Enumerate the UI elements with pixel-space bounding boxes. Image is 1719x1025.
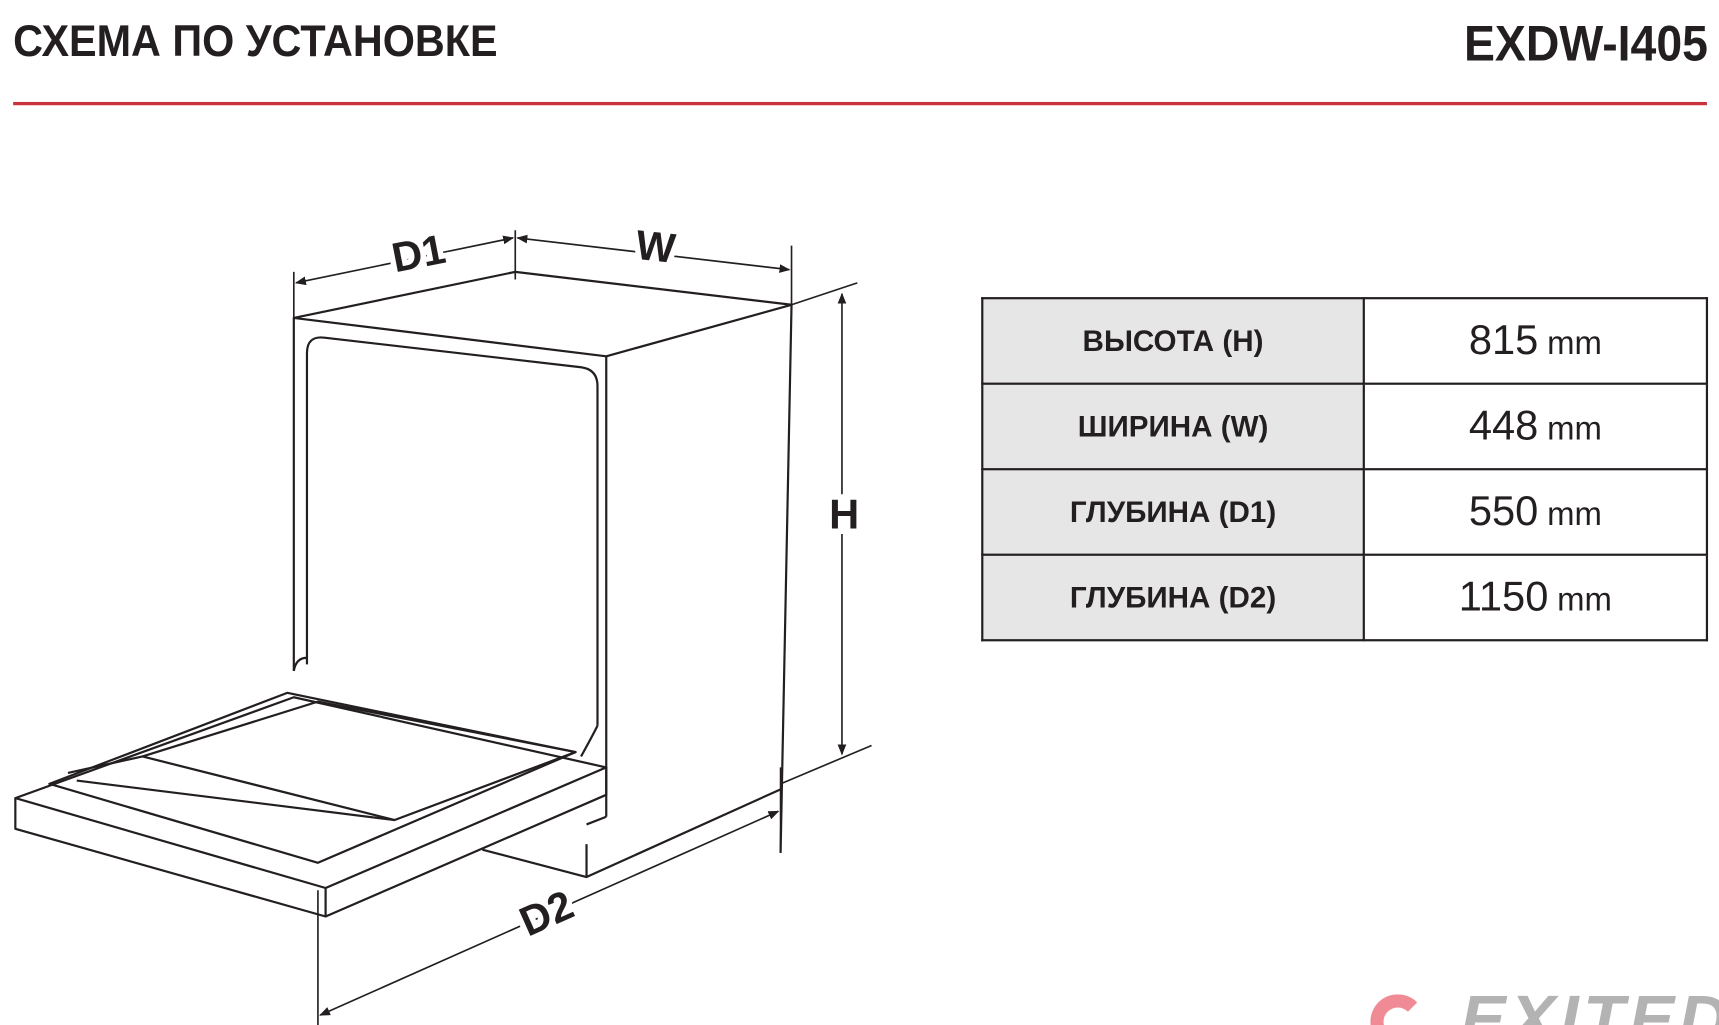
spec-value: 1150 xyxy=(1458,573,1549,620)
door-thickness xyxy=(14,767,608,918)
spec-unit: mm xyxy=(1547,410,1602,447)
logo-text: EXITED xyxy=(1460,982,1719,1025)
spec-label: ВЫСОТА (H) xyxy=(981,297,1365,385)
spec-value: 815 xyxy=(1468,317,1539,364)
label-d1: D1 xyxy=(388,225,449,281)
logo-swoosh-icon xyxy=(1370,994,1426,1025)
door-tray xyxy=(48,691,577,864)
label-h: H xyxy=(829,490,859,537)
dim-w-line xyxy=(516,234,791,273)
spec-value: 550 xyxy=(1468,488,1539,535)
cabinet-side-back xyxy=(779,304,793,853)
dim-d1-line xyxy=(294,235,515,286)
spec-unit: mm xyxy=(1547,496,1602,533)
label-d2: D2 xyxy=(512,881,580,946)
divider xyxy=(13,101,1707,106)
brand-logo: EXITED xyxy=(1370,981,1719,1025)
page-title: СХЕМА ПО УСТАНОВКЕ xyxy=(13,15,498,66)
door-opening xyxy=(305,336,599,726)
spec-label: ГЛУБИНА (D1) xyxy=(981,468,1365,556)
spec-label: ГЛУБИНА (D2) xyxy=(981,553,1365,642)
dim-d2-line xyxy=(319,810,780,1016)
spec-label: ШИРИНА (W) xyxy=(981,382,1365,471)
spec-unit: mm xyxy=(1547,325,1602,362)
model-name: EXDW-I405 xyxy=(1464,14,1709,72)
spec-value: 448 xyxy=(1468,402,1539,449)
spec-unit: mm xyxy=(1557,581,1612,618)
door-inner-panel xyxy=(141,700,577,822)
label-w: W xyxy=(634,221,679,272)
